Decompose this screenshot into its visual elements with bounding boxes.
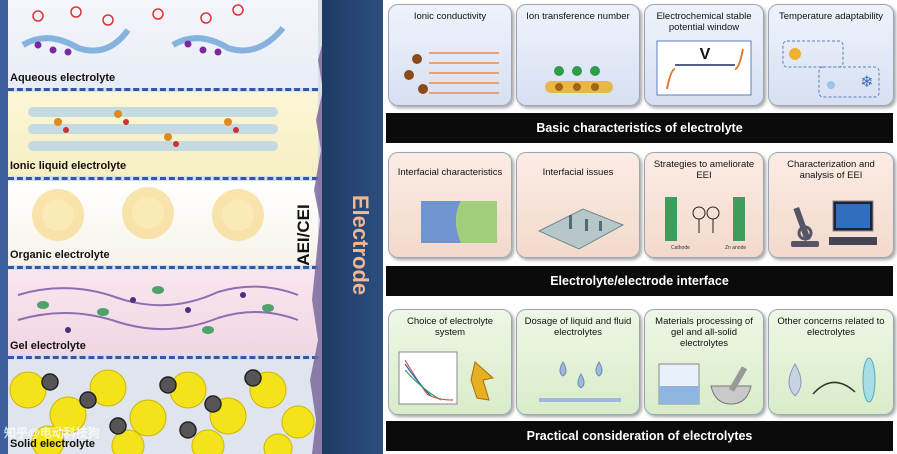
card-characterization-eei: Characterization and analysis of EEI — [768, 152, 894, 258]
card-title: Interfacial issues — [542, 167, 614, 178]
computer-icon — [829, 200, 877, 245]
left-edge-strip — [0, 0, 8, 454]
card-temperature: Temperature adaptability ❄ — [768, 4, 894, 106]
card-ion-transference: Ion transference number — [516, 4, 640, 106]
card-title: Characterization and analysis of EEI — [787, 159, 875, 181]
other-concerns-icon — [788, 357, 876, 403]
interfacial-issues-icon — [537, 208, 625, 250]
gel-illustration — [17, 285, 299, 334]
zn-anode-label: Zn anode — [725, 245, 746, 251]
organic-band — [8, 181, 318, 265]
organic-electrolyte-label: Organic electrolyte — [10, 249, 110, 261]
ionic-liquid-electrolyte-label: Ionic liquid electrolyte — [10, 160, 127, 172]
potential-window-icon: V — [656, 40, 752, 96]
card-interfacial-issues: Interfacial issues — [516, 152, 640, 258]
liquid-drops-icon — [539, 361, 621, 402]
card-title: Choice of electrolyte system — [406, 316, 494, 338]
temperature-icon: ❄ — [782, 40, 880, 98]
electrolyte-types-panel: Aqueous electrolyte Ionic liquid electro… — [0, 0, 383, 454]
card-ionic-conductivity: Ionic conductivity — [388, 4, 512, 106]
card-title: Ion transference number — [526, 11, 630, 22]
separator-2 — [8, 177, 318, 180]
transference-icon — [545, 66, 613, 93]
banner-practical-consideration: Practical consideration of electrolytes — [386, 421, 893, 451]
interface-icon — [421, 201, 497, 243]
mortar-icon — [710, 366, 752, 405]
electrode-label: Electrode — [348, 195, 373, 295]
card-strategies-eei: Strategies to ameliorate EEI Cathode Zn … — [644, 152, 764, 258]
gel-electrolyte-label: Gel electrolyte — [10, 340, 86, 352]
electrode-bar — [322, 0, 383, 454]
card-title: Interfacial characteristics — [397, 167, 503, 178]
ionic-liquid-band — [8, 92, 318, 176]
ionic-liquid-illustration — [28, 107, 278, 151]
voltage-label: V — [700, 46, 711, 63]
water-molecules — [32, 4, 244, 26]
organic-illustration — [32, 187, 264, 241]
card-choice-system: Choice of electrolyte system — [388, 309, 512, 415]
card-title: Materials processing of gel and all-soli… — [655, 316, 753, 349]
card-title: Dosage of liquid and fluid electrolytes — [524, 316, 632, 338]
strategies-icon: Cathode Zn anode — [665, 197, 746, 251]
aei-cei-text: AEI/CEI — [294, 204, 313, 265]
electrode-text: Electrode — [348, 195, 373, 295]
dark-particles — [41, 369, 262, 439]
card-materials-processing: Materials processing of gel and all-soli… — [644, 309, 764, 415]
aei-cei-label: AEI/CEI — [294, 204, 313, 265]
processing-icon — [658, 363, 752, 405]
beaker-icon — [658, 363, 700, 405]
solid-band — [8, 360, 318, 454]
microscope-icon — [791, 206, 819, 247]
card-dosage-liquid: Dosage of liquid and fluid electrolytes — [516, 309, 640, 415]
snowflake-icon: ❄ — [860, 72, 873, 91]
card-potential-window: Electrochemical stable potential window … — [644, 4, 764, 106]
aqueous-band — [8, 0, 318, 88]
card-title: Electrochemical stable potential window — [656, 11, 752, 33]
solid-particles — [9, 369, 315, 454]
aqueous-illustration — [21, 4, 286, 56]
solid-electrolyte-label: Solid electrolyte — [10, 438, 95, 450]
banner-electrolyte-electrode-interface: Electrolyte/electrode interface — [386, 266, 893, 296]
choice-system-icon — [398, 351, 495, 405]
aqueous-electrolyte-label: Aqueous electrolyte — [10, 72, 116, 84]
separator-3 — [8, 266, 318, 269]
cathode-label: Cathode — [671, 245, 690, 251]
solid-illustration — [9, 369, 315, 454]
card-title: Ionic conductivity — [413, 11, 487, 22]
conductivity-icon — [404, 52, 499, 94]
separator-1 — [8, 88, 318, 91]
banner-basic-characteristics: Basic characteristics of electrolyte — [386, 113, 893, 143]
card-other-concerns: Other concerns related to electrolytes — [768, 309, 894, 415]
card-title: Other concerns related to electrolytes — [777, 316, 885, 338]
characterization-icon — [791, 200, 877, 247]
card-title: Strategies to ameliorate EEI — [653, 159, 755, 181]
gel-band — [8, 270, 318, 354]
watermark: 知乎@电动科技狗 — [4, 426, 100, 440]
card-interfacial-characteristics: Interfacial characteristics — [388, 152, 512, 258]
card-title: Temperature adaptability — [778, 11, 884, 22]
solvated-clusters — [32, 187, 264, 241]
separator-4 — [8, 356, 318, 359]
